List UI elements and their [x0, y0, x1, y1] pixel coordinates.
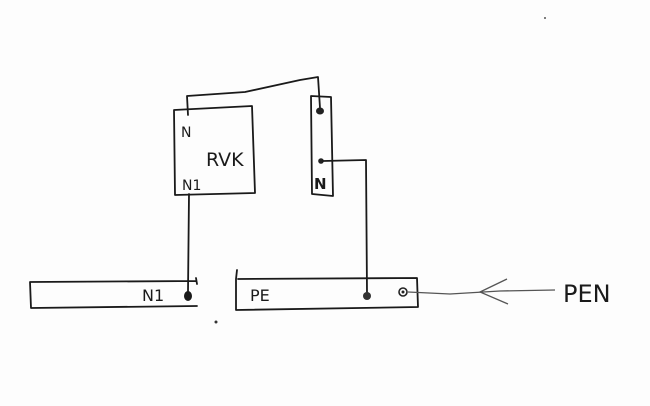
terminal-n-label: N	[314, 175, 327, 193]
n1-bar-dot	[184, 291, 192, 301]
pe-bar-screw-center	[401, 290, 405, 294]
wire-rvk-to-terminal	[186, 76, 321, 116]
stray-mark	[544, 17, 546, 19]
rvk-name-label: RVK	[206, 149, 244, 171]
pen-label: PEN	[563, 280, 611, 308]
pe-bar-label: PE	[250, 286, 270, 305]
pen-line	[407, 289, 556, 295]
terminal-block	[310, 95, 334, 197]
wire-rvk-to-n1	[187, 193, 190, 293]
rvk-n-label: N	[181, 125, 191, 141]
n1-bar-label: N1	[142, 286, 164, 305]
pe-bar	[235, 269, 419, 311]
rvk-box	[173, 105, 256, 196]
wire-terminal-to-pe	[322, 159, 368, 294]
pe-bar-dot	[363, 292, 371, 300]
stray-mark	[214, 320, 218, 324]
terminal-top-dot	[316, 107, 324, 115]
pe-bar-screw	[398, 287, 408, 297]
terminal-bottom-dot	[318, 158, 324, 164]
rvk-n1-label: N1	[182, 178, 201, 194]
n1-bar	[29, 277, 198, 309]
arrow-icon	[478, 278, 509, 305]
